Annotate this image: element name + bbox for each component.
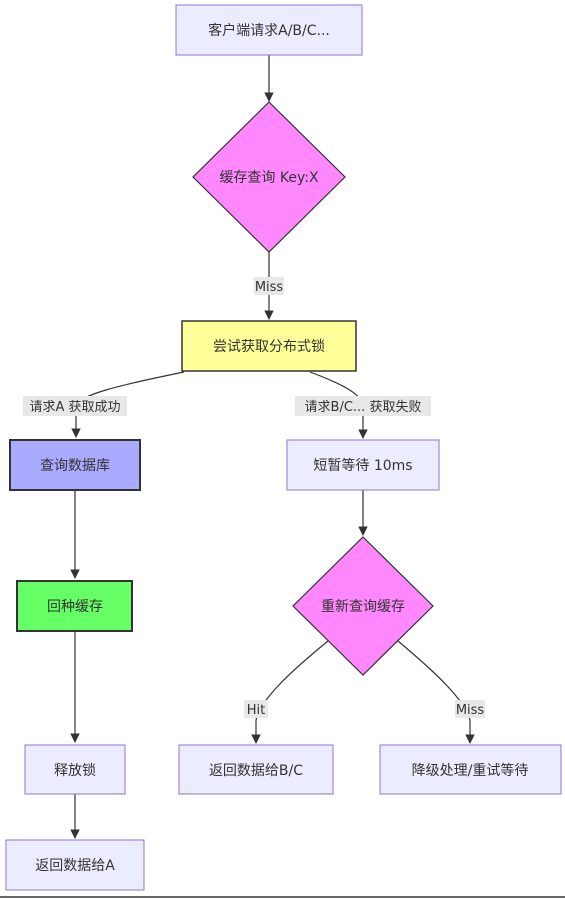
edge-labels: Miss 请求A 获取成功 请求B/C... 获取失败 Hit Miss [23, 277, 485, 718]
node-requery-cache-label: 重新查询缓存 [321, 599, 405, 615]
node-acquire-lock-label: 尝试获取分布式锁 [213, 339, 325, 355]
node-cache-query [192, 101, 346, 253]
node-return-a [5, 839, 145, 891]
node-refill-cache-label: 回种缓存 [47, 599, 103, 615]
node-return-bc-label: 返回数据给B/C [209, 763, 303, 779]
edge-label-lock-fail: 请求B/C... 获取失败 [305, 400, 422, 415]
nodes: 客户端请求A/B/C... 缓存查询 Key:X 尝试获取分布式锁 查询数据库 … [5, 4, 562, 891]
node-release-lock-label: 释放锁 [54, 763, 96, 779]
node-query-db-label: 查询数据库 [40, 458, 110, 474]
node-refill-cache [16, 580, 133, 632]
node-degrade-retry [379, 744, 562, 795]
edge-label-lock-success-bg [23, 396, 127, 416]
edge-label-hit-bg [244, 700, 268, 718]
node-wait-label: 短暂等待 10ms [313, 457, 412, 474]
edge-label-lock-success: 请求A 获取成功 [29, 400, 120, 415]
node-degrade-retry-label: 降级处理/重试等待 [412, 762, 529, 779]
node-query-db [9, 439, 141, 491]
edge-requery-to-return-bc [251, 640, 329, 744]
edge-label-hit: Hit [247, 703, 265, 718]
edge-label-miss-bg [254, 277, 284, 295]
node-wait [286, 439, 440, 491]
edges [70, 55, 475, 839]
node-return-bc [178, 744, 334, 795]
node-requery-cache [292, 536, 434, 676]
edge-label-miss: Miss [255, 280, 284, 295]
edge-requery-to-degrade [397, 640, 475, 744]
edge-label-miss-2-bg [455, 700, 485, 718]
node-client-request-label: 客户端请求A/B/C... [208, 22, 330, 39]
edge-label-miss-2: Miss [456, 703, 485, 718]
node-cache-query-label: 缓存查询 Key:X [219, 170, 319, 186]
node-acquire-lock [181, 320, 357, 372]
node-release-lock [24, 744, 126, 795]
node-return-a-label: 返回数据给A [35, 858, 115, 874]
edge-label-lock-fail-bg [295, 396, 431, 416]
node-client-request [175, 4, 363, 56]
